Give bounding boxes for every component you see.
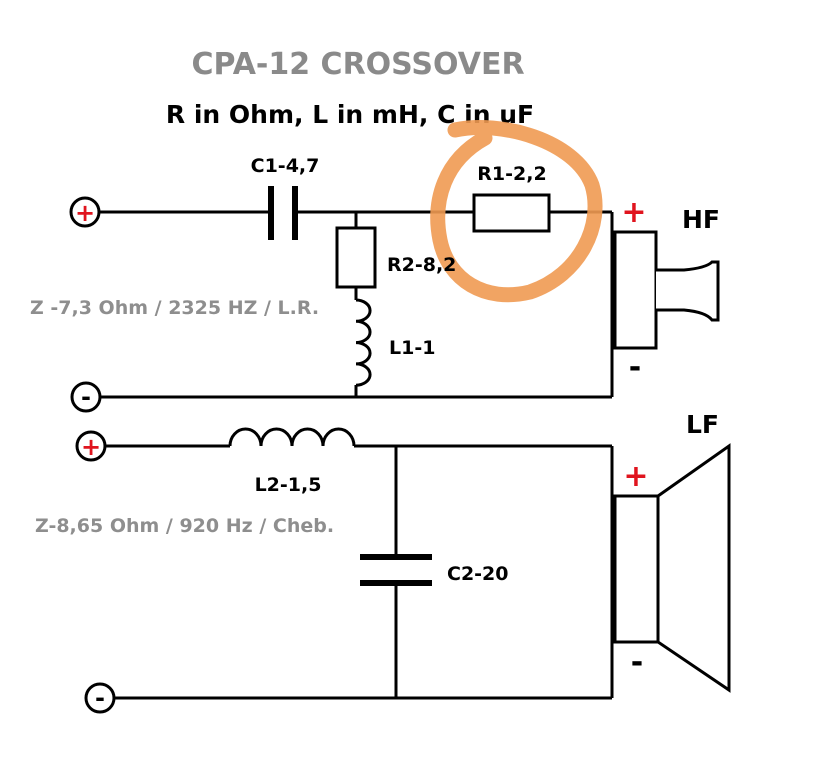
- l1-label: L1-1: [389, 337, 435, 359]
- highlight-circle: [430, 120, 603, 303]
- hf-section: [98, 210, 614, 399]
- c1-capacitor-symbol: [268, 186, 298, 240]
- lf-speaker-minus: -: [631, 645, 643, 680]
- hf-impedance-note: Z -7,3 Ohm / 2325 HZ / L.R.: [30, 297, 319, 319]
- horn-tweeter-icon: [613, 230, 720, 350]
- r1-label: R1-2,2: [477, 163, 546, 185]
- c2-capacitor-symbol: [360, 554, 432, 586]
- hf-speaker-minus: -: [629, 350, 641, 385]
- c1-label: C1-4,7: [251, 155, 320, 177]
- l1-inductor-symbol: [355, 298, 372, 387]
- hf-speaker-label: HF: [682, 205, 720, 234]
- hf-speaker-plus: +: [621, 195, 646, 230]
- l2-inductor-symbol: [228, 427, 356, 447]
- r1-resistor-symbol: [472, 193, 551, 233]
- r2-resistor-symbol: [335, 226, 377, 289]
- r2-label: R2-8,2: [387, 254, 456, 276]
- hf-input-minus-terminal: -: [70, 381, 102, 413]
- l2-label: L2-1,5: [255, 474, 322, 496]
- lf-input-plus-terminal: +: [75, 430, 107, 462]
- lf-speaker-label: LF: [686, 410, 719, 439]
- lf-input-plus-symbol: +: [81, 433, 101, 461]
- hf-input-plus-symbol: +: [75, 199, 95, 227]
- cone-woofer-icon: [613, 443, 731, 693]
- lf-input-minus-symbol: -: [95, 684, 105, 712]
- hf-input-plus-terminal: +: [69, 196, 101, 228]
- lf-speaker-plus: +: [623, 459, 648, 494]
- schematic-title: CPA-12 CROSSOVER: [191, 47, 524, 82]
- lf-section: [104, 444, 614, 700]
- lf-input-minus-terminal: -: [84, 682, 116, 714]
- c2-label: C2-20: [447, 563, 509, 585]
- lf-impedance-note: Z-8,65 Ohm / 920 Hz / Cheb.: [35, 515, 334, 537]
- hf-input-minus-symbol: -: [81, 383, 91, 411]
